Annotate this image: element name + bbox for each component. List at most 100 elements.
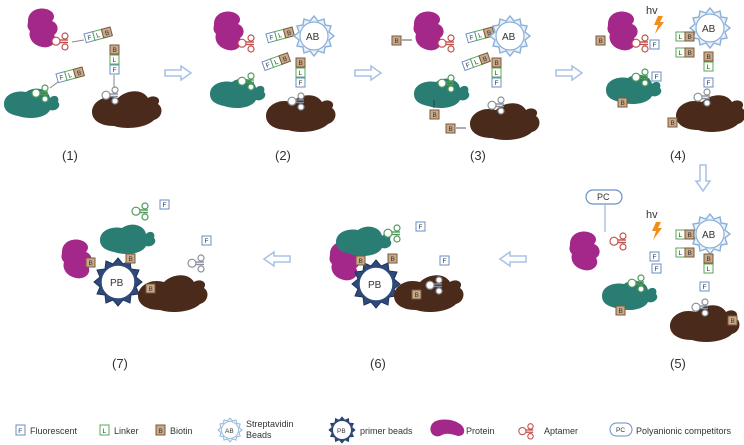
arrow-right (164, 65, 192, 81)
tag-f: F (201, 235, 212, 246)
svg-text:B: B (599, 38, 603, 45)
protein-teal (336, 226, 392, 256)
streptavidin-bead: AB (293, 15, 335, 57)
legend: F Fluorescent L Linker B Biotin AB Strep… (15, 416, 732, 444)
svg-text:L: L (707, 64, 711, 71)
svg-text:B: B (688, 232, 692, 239)
svg-text:L: L (679, 232, 683, 239)
lightning-icon (654, 16, 664, 34)
legend-fluorescent: F Fluorescent (15, 424, 78, 436)
tag-f: F (703, 77, 714, 88)
tag-stack: F L B (265, 26, 295, 44)
svg-text:Streptavidin: Streptavidin (246, 419, 294, 429)
svg-text:F: F (655, 266, 659, 273)
tag-stack: B L (703, 51, 714, 72)
tag-f: F (649, 251, 660, 262)
svg-text:L: L (113, 57, 117, 64)
svg-text:F: F (205, 238, 209, 245)
svg-text:L: L (679, 50, 683, 57)
svg-text:L: L (707, 266, 711, 273)
svg-text:Linker: Linker (114, 426, 139, 436)
svg-text:B: B (671, 120, 675, 127)
biotin-tag: B (125, 253, 136, 264)
streptavidin-bead: AB (689, 7, 731, 49)
tag-stack: F L B (461, 52, 491, 71)
light-label: hv (646, 5, 658, 17)
free-biotin: B (445, 123, 466, 134)
tag-stack: F L B (465, 26, 495, 44)
legend-linker: L Linker (99, 424, 139, 436)
primer-bead: PB (351, 259, 401, 309)
svg-text:L: L (103, 428, 107, 435)
step-label: (5) (670, 356, 686, 371)
svg-text:B: B (149, 286, 153, 293)
legend-aptamer: Aptamer (518, 423, 578, 440)
panel-6: F PB B B F B (6) (329, 221, 464, 371)
svg-text:F: F (703, 284, 707, 291)
svg-text:B: B (159, 428, 163, 435)
tag-f: F (87, 34, 93, 42)
protein-brown (394, 275, 464, 312)
step-label: (2) (275, 148, 291, 163)
step-label: (4) (670, 148, 686, 163)
biotin-tag: B (727, 315, 738, 326)
svg-text:L: L (278, 32, 284, 40)
tag-f: F (651, 263, 662, 274)
svg-text:B: B (688, 250, 692, 257)
biotin-tag: B (667, 117, 678, 128)
svg-text:Aptamer: Aptamer (544, 426, 578, 436)
biotin-tag: B (387, 253, 398, 264)
svg-text:F: F (59, 74, 65, 82)
svg-text:F: F (163, 202, 167, 209)
panel-7: F PB B B B F (7) (61, 199, 212, 371)
svg-text:B: B (76, 70, 82, 78)
svg-text:L: L (299, 70, 303, 77)
step-label: (7) (112, 356, 128, 371)
competitor-pill (585, 189, 623, 205)
svg-text:Beads: Beads (246, 430, 272, 440)
bead-label: PB (368, 280, 382, 291)
legend-primer: PB primer beads (328, 416, 413, 444)
tag-f: F (651, 71, 662, 82)
aptamer (131, 202, 149, 221)
svg-text:F: F (443, 258, 447, 265)
svg-text:B: B (282, 55, 288, 63)
svg-text:F: F (469, 34, 475, 42)
svg-text:F: F (18, 428, 22, 435)
svg-text:F: F (269, 34, 275, 42)
protein-teal (100, 224, 156, 254)
protein-brown (266, 95, 336, 132)
tag-f: F (415, 221, 426, 232)
tag-l: L (96, 32, 102, 40)
legend-streptavidin: AB Streptavidin Beads (217, 417, 294, 443)
svg-text:Polyanionic competitors: Polyanionic competitors (636, 426, 732, 436)
protein-brown (676, 95, 744, 132)
biotin-tag: B (595, 35, 606, 46)
svg-text:F: F (419, 224, 423, 231)
legend-biotin: B Biotin (155, 424, 193, 436)
arrow-right (555, 65, 583, 81)
aptamer (609, 232, 627, 251)
svg-text:AB: AB (225, 428, 234, 435)
arrow-down (695, 164, 711, 192)
panel-2: F L B AB F L B B L F (2) (210, 11, 336, 163)
protein-brown (470, 103, 540, 140)
aptamer (51, 32, 69, 51)
tag-f: F (699, 281, 710, 292)
svg-text:B: B (89, 260, 93, 267)
svg-text:B: B (707, 54, 711, 61)
tag-stack: L B (675, 247, 695, 258)
aptamer (187, 254, 205, 273)
svg-text:L: L (473, 59, 479, 67)
svg-text:B: B (129, 256, 133, 263)
svg-text:F: F (653, 42, 657, 49)
streptavidin-bead: AB (489, 15, 531, 57)
svg-text:B: B (391, 256, 395, 263)
biotin-tag: B (411, 289, 422, 300)
bead-label: AB (306, 32, 320, 43)
svg-text:B: B (619, 308, 623, 315)
svg-text:F: F (653, 254, 657, 261)
competitor-label: PC (597, 192, 610, 202)
free-biotin: B (391, 35, 412, 46)
biotin-tag: B (85, 257, 96, 268)
